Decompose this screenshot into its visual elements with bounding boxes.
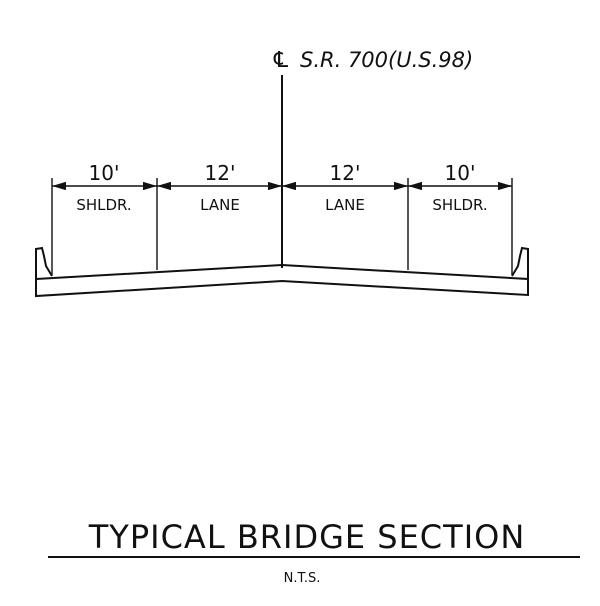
centerline-label: S.R. 700(U.S.98) [300,48,473,72]
bridge-deck [35,263,529,298]
centerline-symbol: ℄ [273,48,289,73]
shoulder-width: 10' [445,161,476,185]
lane-label: LANE [325,196,365,214]
lane-label: LANE [200,196,240,214]
scale-note: N.T.S. [284,571,321,586]
lane-width: 12' [330,161,361,185]
shoulder-label: SHLDR. [76,196,131,214]
drawing-title: TYPICAL BRIDGE SECTION [88,518,526,556]
lane-width: 12' [205,161,236,185]
shoulder-width: 10' [89,161,120,185]
left-barrier [35,246,53,279]
shoulder-label: SHLDR. [432,196,487,214]
right-barrier [511,246,529,279]
